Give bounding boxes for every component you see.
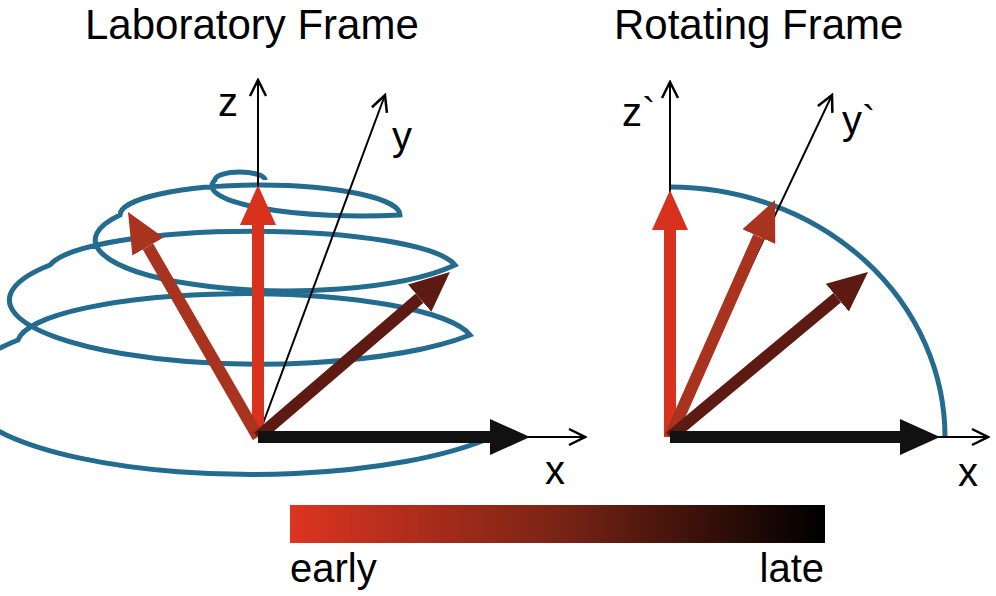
frame-title: Laboratory Frame (85, 4, 419, 46)
axis-label: x (958, 452, 978, 492)
colorbar-label: late (760, 548, 825, 588)
precession-spiral (0, 172, 485, 474)
x-axis (258, 436, 585, 438)
z-axis (257, 80, 259, 437)
magnetization-arrow (664, 230, 676, 437)
y-axis (670, 95, 832, 437)
magnetization-arrow (258, 431, 490, 443)
frame-title: Rotating Frame (614, 4, 903, 46)
axis-label: y` (842, 100, 875, 140)
time-colorbar (290, 505, 825, 543)
magnetization-arrow (670, 431, 900, 443)
magnetization-arrow (148, 247, 258, 437)
axis-label: y (392, 116, 412, 156)
axis-label: z (218, 82, 238, 122)
colorbar-label: early (290, 548, 377, 588)
z-axis (669, 82, 671, 437)
axis-label: x (545, 450, 565, 490)
magnetization-arrow (252, 225, 264, 437)
axis-label: z` (622, 92, 655, 132)
x-axis (670, 436, 988, 438)
magnetization-arrow (258, 298, 420, 437)
nutation-arc (670, 187, 945, 437)
magnetization-arrow (670, 298, 837, 437)
